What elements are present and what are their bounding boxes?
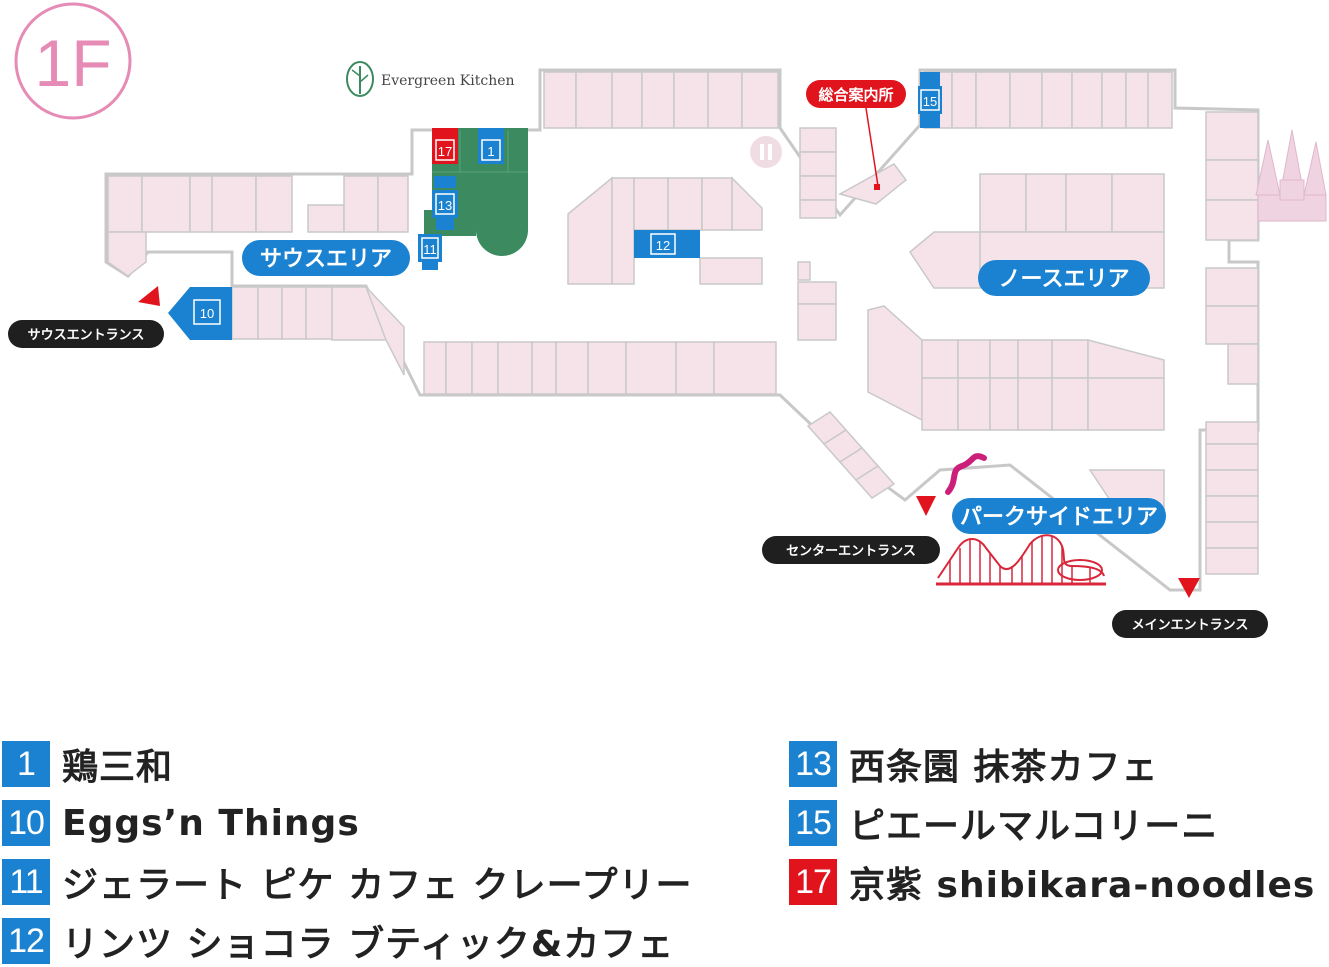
svg-text:メインエントランス: メインエントランス bbox=[1132, 618, 1249, 633]
legend-number: 17 bbox=[789, 859, 837, 905]
legend-name: 西条園 抹茶カフェ bbox=[849, 747, 1159, 788]
map-pin-icon bbox=[874, 184, 880, 190]
map-marker-label: 13 bbox=[438, 198, 452, 213]
legend-name: ピエールマルコリーニ bbox=[849, 806, 1219, 847]
legend-number: 10 bbox=[2, 800, 50, 846]
evergreen-kitchen-text: Evergreen Kitchen bbox=[381, 73, 515, 89]
castle-icon bbox=[1255, 129, 1327, 222]
map-marker-label: 12 bbox=[656, 238, 670, 253]
svg-text:サウスエントランス: サウスエントランス bbox=[28, 328, 145, 343]
area-label-north[interactable]: ノースエリア bbox=[978, 260, 1150, 296]
legend-item-15[interactable]: 15 ピエールマルコリーニ bbox=[789, 800, 1219, 847]
legend-item-1[interactable]: 1 鶏三和 bbox=[2, 741, 174, 788]
evergreen-kitchen-logo: Evergreen Kitchen bbox=[346, 61, 515, 97]
svg-text:ノースエリア: ノースエリア bbox=[999, 267, 1130, 292]
map-marker-15[interactable]: 15 bbox=[918, 72, 942, 128]
floor-indicator: 1F bbox=[14, 2, 132, 120]
legend-item-11[interactable]: 11 ジェラート ピケ カフェ クレープリー bbox=[2, 859, 693, 906]
svg-text:センターエントランス: センターエントランス bbox=[786, 544, 916, 559]
tree-leaf-icon bbox=[346, 61, 374, 97]
info-desk[interactable]: 総合案内所 bbox=[806, 80, 906, 190]
map-marker-11[interactable]: 11 bbox=[418, 234, 442, 270]
entrance-center[interactable]: センターエントランス bbox=[762, 496, 940, 564]
map-marker-17[interactable]: 17 bbox=[432, 128, 458, 164]
legend-name: リンツ ショコラ ブティック&カフェ bbox=[62, 924, 675, 965]
wave-icon bbox=[945, 453, 987, 495]
legend-number: 15 bbox=[789, 800, 837, 846]
floor-map: 1F bbox=[8, 2, 1327, 638]
svg-text:パークサイドエリア: パークサイドエリア bbox=[960, 505, 1158, 530]
legend-name: Eggs’n Things bbox=[62, 802, 360, 844]
map-marker-12[interactable]: 12 bbox=[634, 230, 700, 258]
area-label-parkside[interactable]: パークサイドエリア bbox=[952, 498, 1166, 534]
legend-number: 11 bbox=[2, 859, 50, 905]
legend-name: ジェラート ピケ カフェ クレープリー bbox=[62, 865, 693, 906]
svg-text:サウスエリア: サウスエリア bbox=[260, 247, 392, 272]
legend-item-12[interactable]: 12 リンツ ショコラ ブティック&カフェ bbox=[2, 918, 675, 965]
area-label-south[interactable]: サウスエリア bbox=[242, 240, 410, 276]
restaurant-legend: 1 鶏三和 10 Eggs’n Things 11 ジェラート ピケ カフェ ク… bbox=[0, 738, 1329, 967]
entrance-arrow-icon bbox=[916, 496, 936, 516]
shop-blocks bbox=[107, 71, 1259, 575]
map-marker-label: 10 bbox=[200, 306, 214, 321]
legend-item-10[interactable]: 10 Eggs’n Things bbox=[2, 800, 360, 846]
legend-item-13[interactable]: 13 西条園 抹茶カフェ bbox=[789, 741, 1159, 788]
map-marker-label: 1 bbox=[487, 144, 494, 159]
entrance-arrow-icon bbox=[138, 286, 160, 306]
entrance-main[interactable]: メインエントランス bbox=[1112, 578, 1268, 638]
map-marker-label: 15 bbox=[923, 94, 937, 109]
map-marker-1[interactable]: 1 bbox=[478, 128, 504, 164]
restaurant-markers: 17 1 13 11 12 bbox=[168, 72, 942, 340]
legend-name: 鶏三和 bbox=[62, 747, 174, 788]
map-marker-10[interactable]: 10 bbox=[168, 287, 232, 340]
info-desk-label: 総合案内所 bbox=[818, 86, 893, 104]
roller-coaster-icon bbox=[936, 534, 1106, 586]
legend-name: 京紫 shibikara-noodles bbox=[849, 865, 1316, 906]
legend-item-17[interactable]: 17 京紫 shibikara-noodles bbox=[789, 859, 1316, 906]
floor-label: 1F bbox=[34, 26, 111, 100]
map-marker-label: 11 bbox=[423, 242, 437, 257]
map-marker-label: 17 bbox=[438, 144, 452, 159]
entrance-south[interactable]: サウスエントランス bbox=[8, 286, 164, 348]
entrance-arrow-icon bbox=[1178, 578, 1200, 598]
legend-number: 1 bbox=[2, 741, 50, 787]
legend-number: 12 bbox=[2, 918, 50, 964]
restroom-icon bbox=[750, 136, 782, 168]
map-marker-13[interactable]: 13 bbox=[432, 176, 458, 230]
legend-number: 13 bbox=[789, 741, 837, 787]
